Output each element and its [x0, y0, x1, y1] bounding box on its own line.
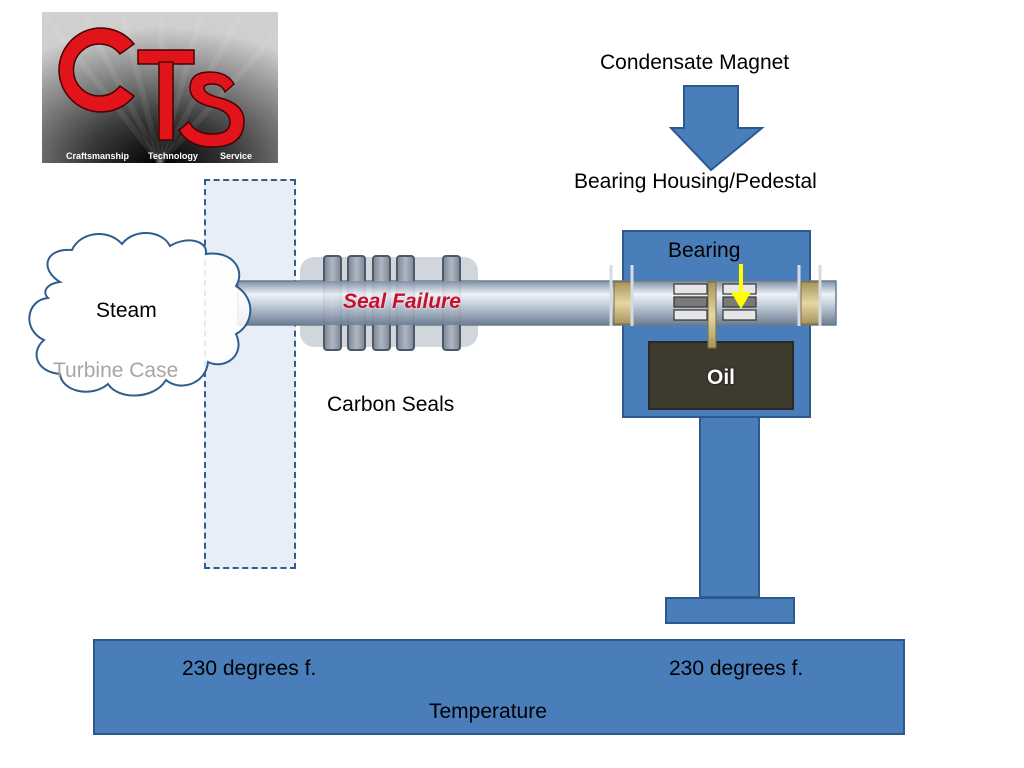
pedestal-post: [699, 418, 760, 598]
seal-failure-label: Seal Failure: [343, 290, 461, 313]
temp-left-label: 230 degrees f.: [182, 657, 317, 680]
logo-tagline-service: Service: [220, 151, 252, 161]
oil-ring: [707, 281, 717, 349]
bearing-housing-label: Bearing Housing/Pedestal: [574, 170, 817, 193]
magnet-down-arrow-icon: [668, 85, 765, 172]
logo-tagline-technology: Technology: [148, 151, 198, 161]
temperature-bar: [93, 639, 905, 735]
steam-label: Steam: [96, 299, 157, 322]
cts-logo: Craftsmanship Technology Service: [42, 12, 278, 163]
carbon-seals-label: Carbon Seals: [327, 393, 455, 416]
bearing-label: Bearing: [668, 239, 741, 262]
bearing-pointer-arrow-icon: [731, 264, 751, 309]
temperature-label: Temperature: [429, 700, 547, 723]
condensate-magnet-label: Condensate Magnet: [600, 51, 790, 74]
pedestal-foot: [665, 597, 795, 624]
logo-tagline-craftsmanship: Craftsmanship: [66, 151, 130, 161]
oil-label: Oil: [706, 366, 735, 389]
steam-cloud: [28, 231, 252, 397]
temp-right-label: 230 degrees f.: [669, 657, 804, 680]
turbine-case-label: Turbine Case: [53, 359, 179, 382]
oil-reservoir: [648, 341, 794, 410]
shaft-collar-right: [800, 281, 820, 325]
shaft-collar-left: [613, 281, 633, 325]
